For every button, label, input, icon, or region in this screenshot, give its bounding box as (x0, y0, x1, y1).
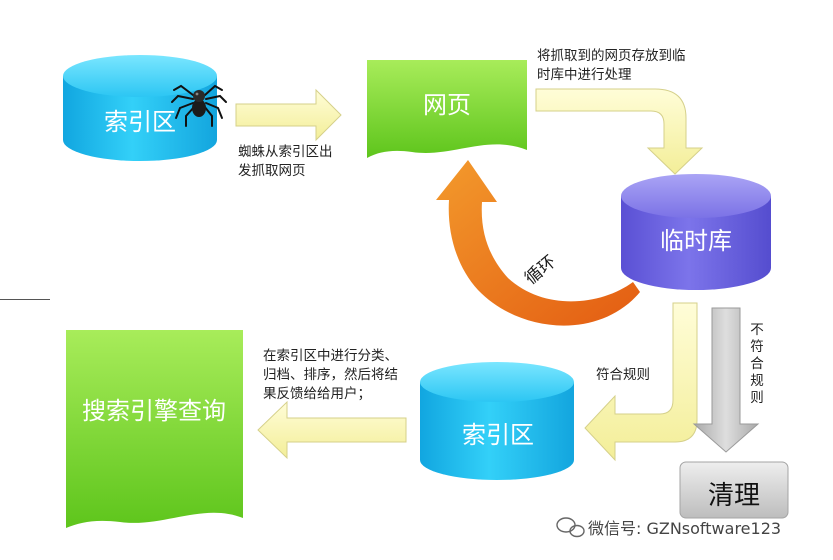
store-arrow (535, 88, 704, 175)
store-temp-line-1: 将抓取到的网页存放到临 (537, 48, 686, 64)
divider-line (0, 299, 50, 300)
index-cylinder-bottom (420, 362, 574, 480)
search-query-document (66, 330, 243, 528)
cleanup-label: 清理 (707, 481, 760, 511)
not-match-arrow (692, 307, 760, 453)
wechat-icon (556, 517, 585, 538)
match-arrow (584, 302, 698, 462)
index-process-line-3: 果反馈给给用户； (263, 386, 371, 402)
index-bottom-label: 索引区 (462, 421, 534, 449)
not-match-rules-label: 不符合规则 (750, 322, 764, 406)
loop-arrow (436, 160, 640, 326)
webpage-label: 网页 (423, 91, 471, 119)
index-process-line-2: 归档、排序，然后将结 (263, 367, 398, 383)
watermark-text: 微信号: GZNsoftware123 (588, 519, 782, 538)
fetch-arrow (235, 88, 342, 142)
temp-db-label: 临时库 (660, 227, 732, 255)
index-process-line-1: 在索引区中进行分类、 (263, 348, 398, 364)
index-process-caption: 在索引区中进行分类、 归档、排序，然后将结 果反馈给给用户； (263, 347, 398, 404)
temp-db-cylinder (621, 174, 771, 290)
index-top-label: 索引区 (104, 108, 176, 136)
cleanup-box (679, 461, 789, 519)
spider-fetch-line-1: 蜘蛛从索引区出 (238, 144, 333, 160)
spider-fetch-caption: 蜘蛛从索引区出 发抓取网页 (238, 143, 333, 181)
spider-icon (171, 84, 227, 127)
webpage-document (367, 60, 527, 158)
match-rules-label: 符合规则 (596, 367, 650, 383)
feedback-arrow (257, 400, 407, 460)
store-temp-line-2: 时库中进行处理 (537, 67, 632, 83)
store-temp-caption: 将抓取到的网页存放到临 时库中进行处理 (537, 47, 686, 85)
search-query-label: 搜索引擎查询 (82, 397, 226, 425)
spider-fetch-line-2: 发抓取网页 (238, 163, 306, 179)
